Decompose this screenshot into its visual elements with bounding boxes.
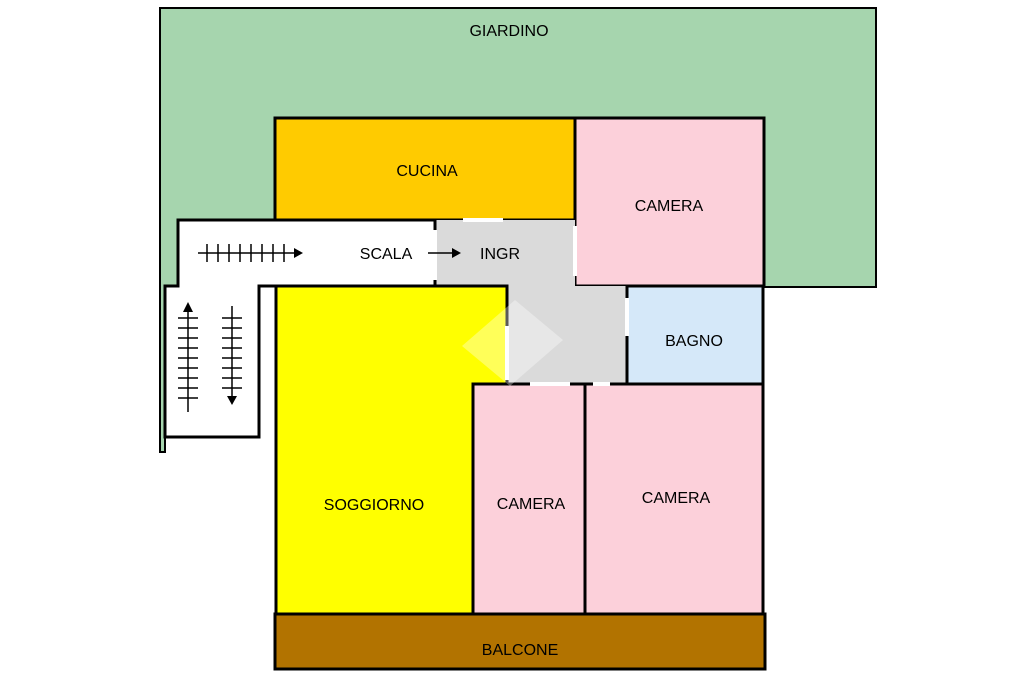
bathroom-room [625, 284, 765, 386]
entrance-hall [435, 220, 627, 384]
stair-steps-icon [198, 244, 303, 262]
bedroom-right-label: CAMERA [642, 490, 711, 507]
kitchen-label: CUCINA [396, 163, 458, 180]
garden-label: GIARDINO [469, 23, 548, 40]
bath-label: BAGNO [665, 333, 723, 350]
bedroom-top-label: CAMERA [635, 198, 704, 215]
bedroom-right-room [583, 382, 765, 616]
arrow-right-icon [428, 248, 461, 258]
watermark-logo-icon [462, 300, 563, 386]
kitchen-room [273, 116, 577, 222]
living-label: SOGGIORNO [324, 497, 424, 514]
door-openings [433, 218, 629, 386]
arrow-up-steps-icon [178, 302, 198, 412]
arrow-down-steps-icon [222, 306, 242, 405]
balcony-area [273, 612, 767, 671]
bedroom-middle-label: CAMERA [497, 496, 566, 513]
balcony-label: BALCONE [482, 642, 558, 659]
entrance-label: INGR [480, 246, 520, 263]
bedroom-top-room [573, 116, 766, 288]
stairs-label: SCALA [360, 246, 413, 263]
